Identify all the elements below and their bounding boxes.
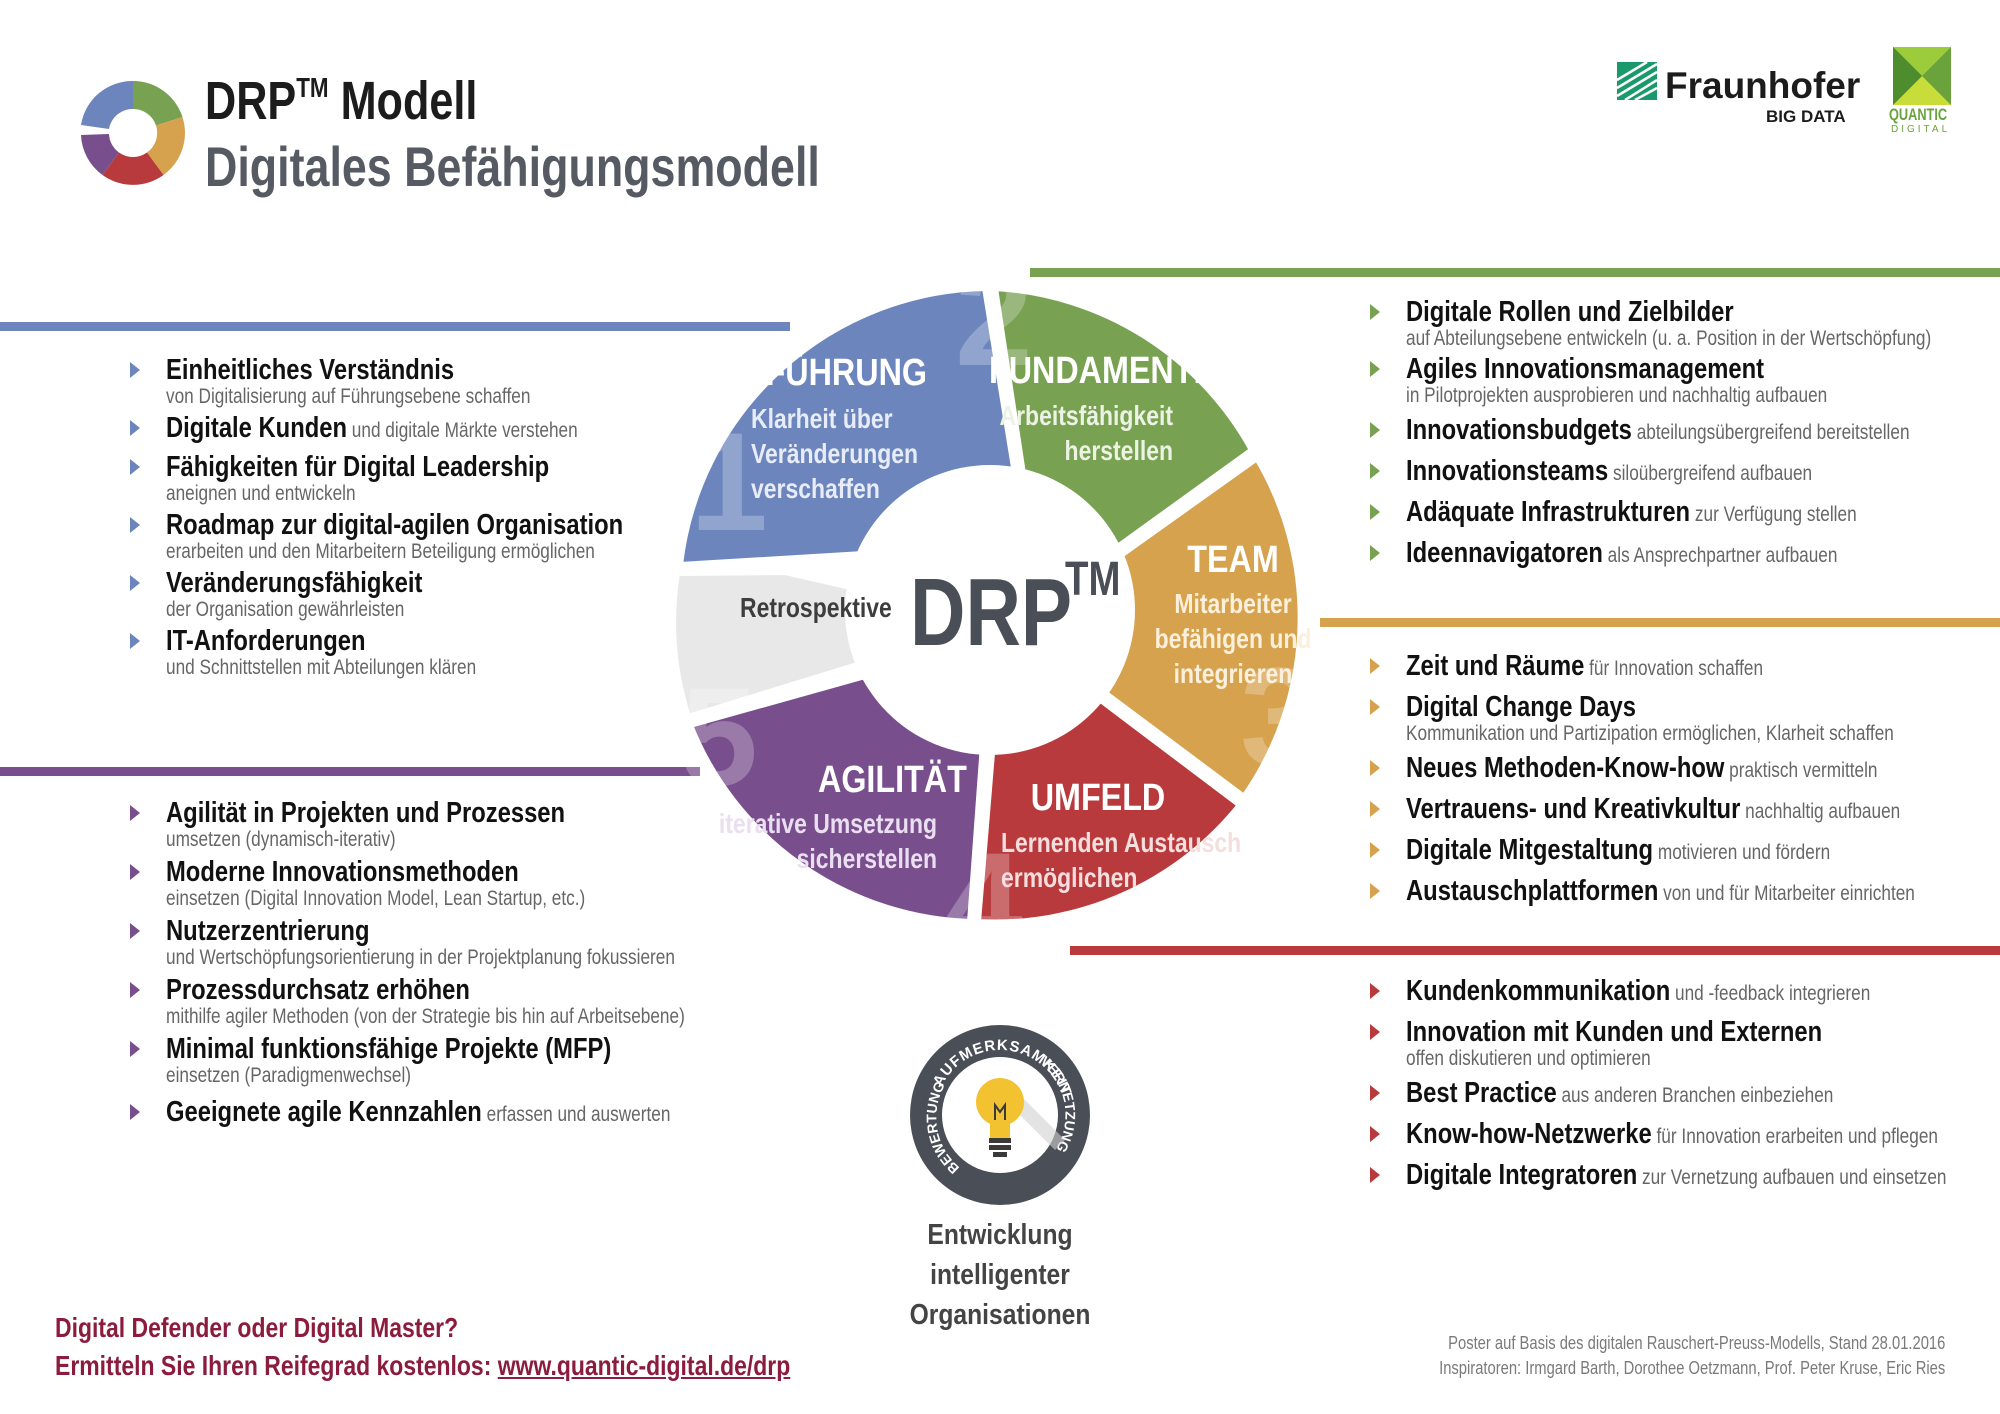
svg-text:Klarheit über: Klarheit über — [751, 404, 893, 435]
list-item: Minimal funktionsfähige Projekte (MFP)ei… — [130, 1033, 799, 1088]
fuehrung-line — [0, 322, 790, 331]
list-item: Know-how-Netzwerke für Innovation erarbe… — [1370, 1118, 2000, 1151]
drp-ring-logo — [81, 80, 185, 185]
svg-text:5: 5 — [680, 658, 758, 815]
segment-title-agilitaet: AGILITÄT — [818, 759, 967, 801]
list-item: Zeit und Räume für Innovation schaffen — [1370, 650, 2000, 683]
credit-source: Poster auf Basis des digitalen Rauschert… — [1447, 1333, 1945, 1353]
list-item: Digitale Mitgestaltung motivieren und fö… — [1370, 834, 2000, 867]
team-line — [1320, 618, 2000, 627]
fundamente-line — [1030, 268, 2000, 277]
svg-text:Mitarbeiter: Mitarbeiter — [1174, 589, 1291, 620]
list-item: Best Practice aus anderen Branchen einbe… — [1370, 1077, 2000, 1110]
segment-title-umfeld: UMFELD — [1031, 777, 1166, 819]
list-item: Geeignete agile Kennzahlen erfassen und … — [130, 1096, 799, 1129]
fraunhofer-logo-name: Fraunhofer — [1665, 65, 1861, 106]
svg-text:TM: TM — [1065, 553, 1120, 606]
svg-text:ermöglichen: ermöglichen — [1001, 863, 1137, 894]
lightbulb-badge: AUFMERKSAMKEIT VERNETZUNG BEWERTUNG — [910, 1025, 1090, 1205]
agilitaet-line — [0, 767, 700, 776]
cta-headline: Digital Defender oder Digital Master? — [55, 1312, 459, 1343]
list-item: Adäquate Infrastrukturen zur Verfügung s… — [1370, 496, 2000, 529]
list-item: Ideennavigatoren als Ansprechpartner auf… — [1370, 537, 2000, 570]
svg-text:1: 1 — [690, 403, 768, 560]
quantic-logo-icon — [1893, 47, 1951, 105]
page-title: DRPTM Modell — [205, 71, 478, 131]
svg-text:sicherstellen: sicherstellen — [797, 844, 937, 875]
quantic-logo-name: QUANTIC — [1889, 105, 1948, 124]
svg-text:4: 4 — [945, 823, 1023, 960]
list-item: Digitale Kunden und digitale Märkte vers… — [130, 412, 724, 445]
svg-text:iterative Umsetzung: iterative Umsetzung — [719, 809, 937, 840]
fraunhofer-logo-icon — [1617, 62, 1657, 100]
svg-text:2: 2 — [955, 260, 1033, 395]
segment-title-team: TEAM — [1187, 539, 1278, 581]
credit-inspirators: Inspiratoren: Irmgard Barth, Dorothee Oe… — [1438, 1358, 1945, 1378]
list-item: Innovationsteams silоübergreifend aufbau… — [1370, 455, 2000, 488]
list-item: Digitale Integratoren zur Vernetzung auf… — [1370, 1159, 2000, 1192]
svg-text:Arbeitsfähigkeit: Arbeitsfähigkeit — [1000, 401, 1174, 432]
list-item: Kundenkommunikation und -feedback integr… — [1370, 975, 2000, 1008]
quantic-logo-sub: DIGITAL — [1891, 124, 1951, 135]
svg-text:Lernenden Austausch: Lernenden Austausch — [1001, 828, 1241, 859]
list-item: Vertrauens- und Kreativkultur nachhaltig… — [1370, 793, 2000, 826]
svg-text:integrieren: integrieren — [1174, 659, 1293, 690]
umfeld-line — [1070, 946, 2000, 955]
list-item: Austauschplattformen von und für Mitarbe… — [1370, 875, 2000, 908]
page-subtitle: Digitales Befähigungsmodell — [205, 135, 820, 198]
drp-wheel: 1 2 3 4 5 FÜHRUNG Klarheit über Veränder… — [670, 260, 1318, 960]
cta-line: Ermitteln Sie Ihren Reifegrad kostenlos:… — [55, 1350, 791, 1381]
svg-text:verschaffen: verschaffen — [751, 474, 880, 505]
svg-text:3: 3 — [1240, 638, 1318, 795]
list-item: Innovationsbudgets abteilungsübergreifen… — [1370, 414, 2000, 447]
segment-title-fundamente: FUNDAMENTE — [989, 350, 1215, 392]
drp-link[interactable]: www.quantic-digital.de/drp — [497, 1350, 791, 1381]
fraunhofer-logo-sub: BIG DATA — [1766, 107, 1846, 126]
center-title: DRP — [910, 559, 1072, 666]
svg-text:befähigen und: befähigen und — [1155, 624, 1312, 655]
lightbulb-icon — [976, 1078, 1065, 1157]
umfeld-list: Kundenkommunikation und -feedback integr… — [1370, 975, 2000, 1192]
segment-title-fuehrung: FÜHRUNG — [766, 352, 927, 394]
segment-title-retrospektive: Retrospektive — [740, 593, 892, 624]
svg-text:Veränderungen: Veränderungen — [751, 439, 918, 470]
team-list: Zeit und Räume für Innovation schaffen D… — [1370, 650, 2000, 908]
list-item: Neues Methoden-Know-how praktisch vermit… — [1370, 752, 2000, 785]
svg-text:herstellen: herstellen — [1065, 436, 1173, 467]
